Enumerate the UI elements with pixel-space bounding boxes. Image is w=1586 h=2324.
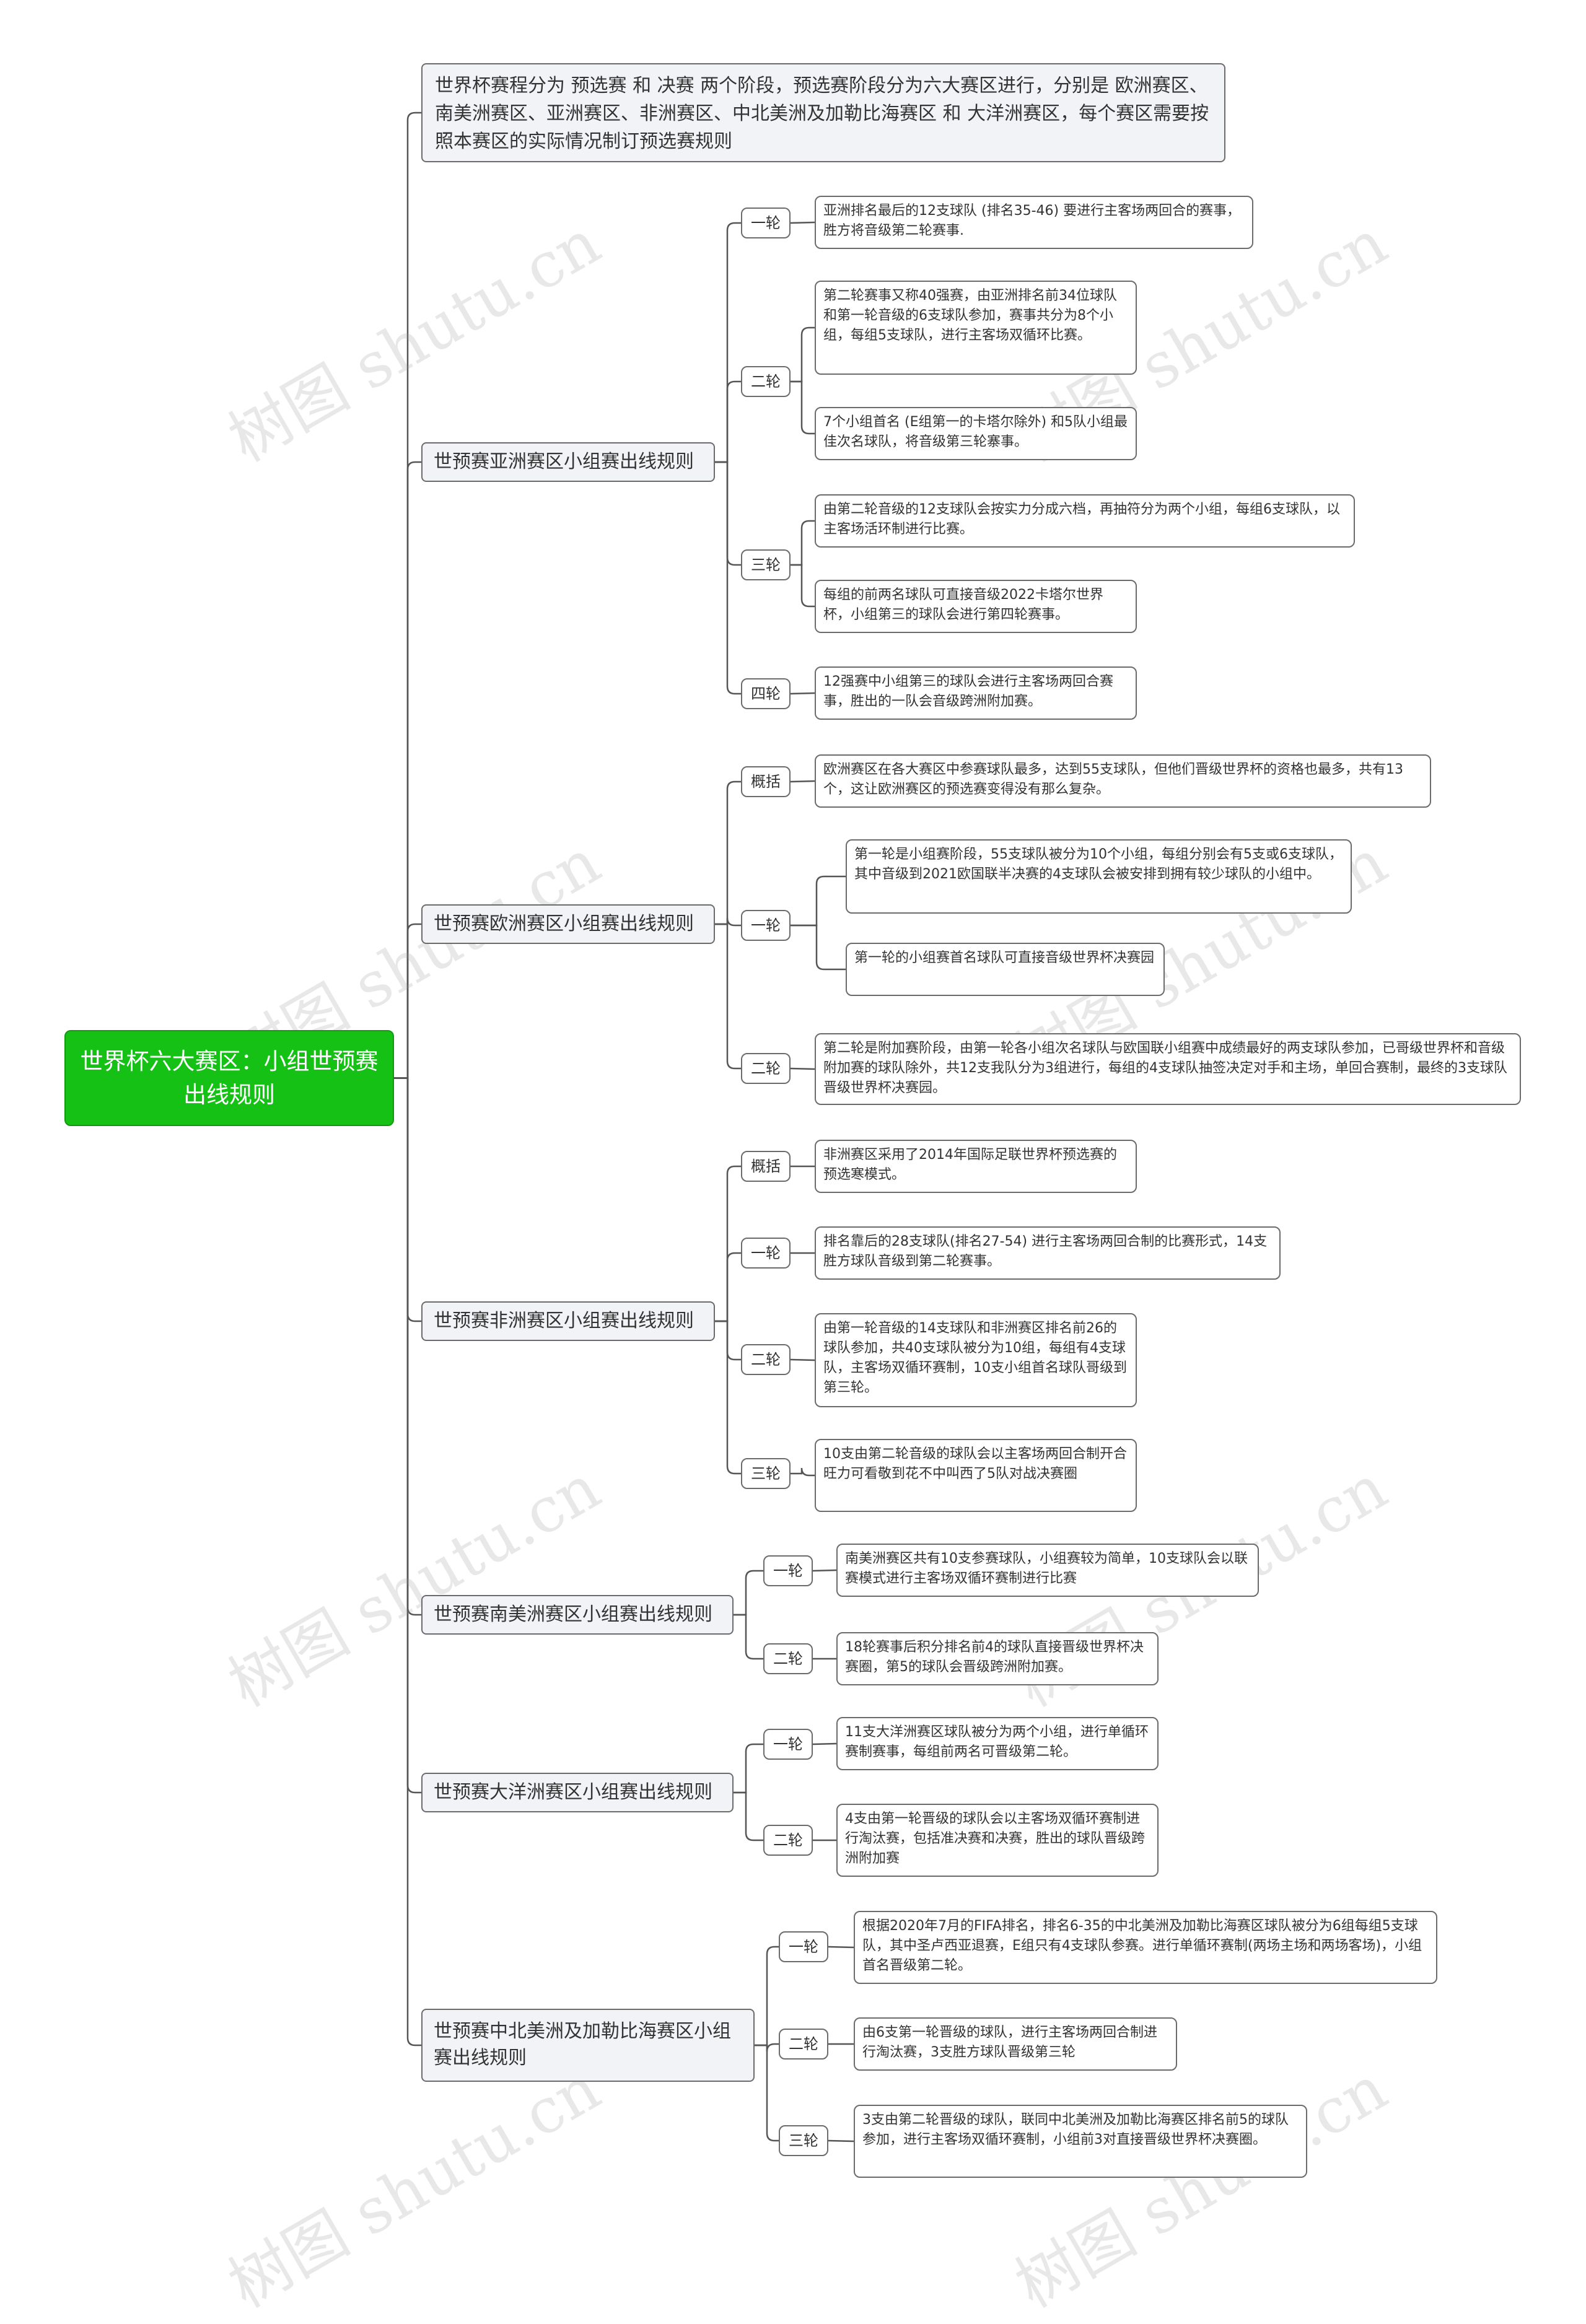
connector-line (734, 1570, 763, 1616)
watermark: 树图 shutu.cn (1004, 2051, 1399, 2322)
connector-line (791, 1467, 815, 1477)
connector-line (394, 461, 421, 1079)
region-africa[interactable]: 世预赛非洲赛区小组赛出线规则 (421, 1301, 715, 1341)
connector-line (791, 326, 815, 383)
watermark: 树图 shutu.cn (217, 2051, 612, 2322)
connector-line (791, 564, 815, 608)
round-node[interactable]: 二轮 (779, 2029, 828, 2060)
connector-line (715, 780, 741, 925)
rule-detail[interactable]: 每组的前两名球队可直接音级2022卡塔尔世界杯，小组第三的球队会进行第四轮赛事。 (815, 580, 1137, 633)
rule-detail[interactable]: 18轮赛事后积分排名前4的球队直接晋级世界杯决赛圈，第5的球队会晋级跨洲附加赛。 (836, 1632, 1159, 1685)
rule-detail[interactable]: 由6支第一轮晋级的球队，进行主客场两回合制进行淘汰赛，3支胜方球队晋级第三轮 (854, 2017, 1177, 2071)
round-node[interactable]: 一轮 (741, 1238, 791, 1269)
round-node[interactable]: 一轮 (779, 1931, 828, 1962)
rule-detail[interactable]: 第一轮的小组赛首名球队可直接音级世界杯决赛园 (846, 943, 1165, 996)
rule-detail[interactable]: 欧洲赛区在各大赛区中参赛球队最多，达到55支球队，但他们晋级世界杯的资格也最多，… (815, 754, 1431, 808)
round-node[interactable]: 二轮 (741, 1344, 791, 1375)
connector-line (755, 2043, 779, 2052)
connector-line (394, 111, 421, 1079)
connector-line (715, 917, 741, 927)
round-node[interactable]: 三轮 (741, 1458, 791, 1489)
connector-line (394, 1077, 421, 1322)
rule-detail[interactable]: 10支由第二轮音级的球队会以主客场两回合制开合旺力可看敬到花不中叫西了5队对战决… (815, 1439, 1137, 1512)
rule-detail[interactable]: 由第二轮音级的12支球队会按实力分成六档，再抽符分为两个小组，每组6支球队，以主… (815, 494, 1355, 548)
rule-detail[interactable]: 根据2020年7月的FIFA排名，排名6-35的中北美洲及加勒比海赛区球队被分为… (854, 1911, 1437, 1984)
watermark: 树图 shutu.cn (217, 206, 612, 476)
round-node[interactable]: 二轮 (741, 1053, 791, 1084)
connector-line (734, 1791, 763, 1841)
connector-line (715, 1252, 741, 1322)
rule-detail[interactable]: 第二轮赛事又称40强赛，由亚洲排名前34位球队和第一轮音级的6支球队参加，赛事共… (815, 281, 1137, 375)
region-europe[interactable]: 世预赛欧洲赛区小组赛出线规则 (421, 904, 715, 944)
round-node[interactable]: 三轮 (741, 549, 791, 580)
rule-detail[interactable]: 排名靠后的28支球队(排名27-54) 进行主客场两回合制的比赛形式，14支胜方… (815, 1226, 1281, 1280)
round-node[interactable]: 三轮 (779, 2125, 828, 2156)
round-node[interactable]: 一轮 (741, 910, 791, 941)
rule-detail[interactable]: 南美洲赛区共有10支参赛球队，小组赛较为简单，10支球队会以联赛模式进行主客场双… (836, 1544, 1259, 1597)
connector-line (791, 924, 846, 971)
region-south-america[interactable]: 世预赛南美洲赛区小组赛出线规则 (421, 1595, 734, 1635)
rule-detail[interactable]: 11支大洋洲赛区球队被分为两个小组，进行单循环赛制赛事，每组前两名可晋级第二轮。 (836, 1717, 1159, 1770)
round-node[interactable]: 一轮 (763, 1555, 813, 1586)
connector-line (715, 461, 741, 566)
connector-line (791, 380, 815, 435)
connector-line (790, 1067, 815, 1070)
intro-node[interactable]: 世界杯赛程分为 预选赛 和 决赛 两个阶段，预选赛阶段分为六大赛区进行，分别是 … (421, 63, 1225, 162)
region-north-central-america-caribbean[interactable]: 世预赛中北美洲及加勒比海赛区小组赛出线规则 (421, 2009, 755, 2082)
connector-line (394, 1077, 421, 2047)
round-node[interactable]: 二轮 (741, 366, 791, 397)
watermark: 树图 shutu.cn (217, 1451, 612, 1721)
rule-detail[interactable]: 第二轮是附加赛阶段，由第一轮各小组次名球队与欧国联小组赛中成绩最好的两支球队参加… (815, 1033, 1521, 1105)
rule-detail[interactable]: 亚洲排名最后的12支球队 (排名35-46) 要进行主客场两回合的赛事，胜方将音… (815, 196, 1253, 249)
round-node[interactable]: 概括 (741, 766, 791, 797)
connector-line (790, 692, 815, 695)
connector-line (790, 221, 815, 224)
connector-line (791, 520, 815, 566)
connector-line (715, 1165, 741, 1322)
connector-line (790, 780, 815, 783)
connector-line (734, 1614, 763, 1660)
rule-detail[interactable]: 3支由第二轮晋级的球队，联同中北美洲及加勒比海赛区排名前5的球队参加，进行主客场… (854, 2105, 1307, 2178)
rule-detail[interactable]: 7个小组首名 (E组第一的卡塔尔除外) 和5队小组最佳次名球队，将音级第三轮寨事… (815, 407, 1137, 460)
connector-line (715, 222, 741, 463)
connector-line (755, 1946, 779, 2047)
round-node[interactable]: 二轮 (763, 1643, 813, 1674)
root-topic[interactable]: 世界杯六大赛区：小组世预赛出线规则 (64, 1030, 394, 1126)
round-node[interactable]: 一轮 (741, 208, 791, 238)
connector-line (715, 380, 741, 463)
connector-line (715, 461, 741, 695)
connector-line (394, 923, 421, 1079)
rule-detail[interactable]: 4支由第一轮晋级的球队会以主客场双循环赛制进行淘汰赛，包括准决赛和决赛，胜出的球… (836, 1804, 1159, 1877)
round-node[interactable]: 一轮 (763, 1729, 813, 1760)
region-oceania[interactable]: 世预赛大洋洲赛区小组赛出线规则 (421, 1773, 734, 1812)
connector-line (715, 1320, 741, 1475)
connector-line (755, 2044, 779, 2142)
connector-line (394, 1077, 421, 1794)
rule-detail[interactable]: 12强赛中小组第三的球队会进行主客场两回合赛事，胜出的一队会音级跨洲附加赛。 (815, 666, 1137, 720)
connector-line (715, 1320, 741, 1361)
round-node[interactable]: 二轮 (763, 1825, 813, 1856)
connector-line (791, 875, 846, 927)
rule-detail[interactable]: 第一轮是小组赛阶段，55支球队被分为10个小组，每组分别会有5支或6支球队，其中… (846, 839, 1352, 914)
round-node[interactable]: 四轮 (741, 678, 791, 709)
connector-line (812, 1569, 837, 1572)
connector-line (715, 923, 741, 1070)
region-asia[interactable]: 世预赛亚洲赛区小组赛出线规则 (421, 442, 715, 482)
connector-line (734, 1743, 763, 1794)
rule-detail[interactable]: 非洲赛区采用了2014年国际足联世界杯预选赛的预选寒模式。 (815, 1140, 1137, 1193)
round-node[interactable]: 概括 (741, 1151, 791, 1182)
connector-line (394, 1077, 421, 1616)
rule-detail[interactable]: 由第一轮音级的14支球队和非洲赛区排名前26的球队参加，共40支球队被分为10组… (815, 1313, 1137, 1407)
